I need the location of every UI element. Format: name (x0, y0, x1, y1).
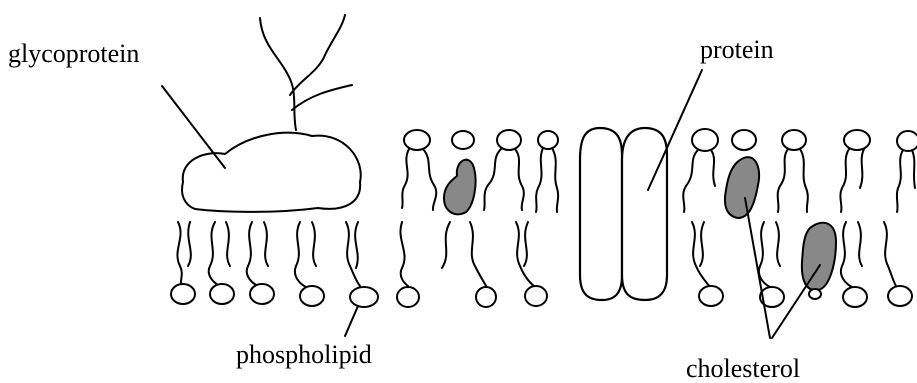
glycoprotein-chain (260, 15, 352, 130)
cholesterol-1 (444, 160, 476, 215)
label-protein: protein (700, 35, 774, 64)
glycoprotein-body (182, 133, 361, 212)
protein-block-right (622, 128, 667, 300)
label-cholesterol: cholesterol (686, 354, 800, 383)
protein-block-left (580, 128, 622, 300)
glycoprotein (182, 15, 361, 212)
label-phospholipid: phospholipid (236, 340, 372, 369)
transmembrane-protein (580, 128, 667, 300)
label-glycoprotein: glycoprotein (8, 39, 139, 68)
cholesterol-2 (725, 157, 759, 218)
cholesterol-3 (802, 223, 836, 290)
